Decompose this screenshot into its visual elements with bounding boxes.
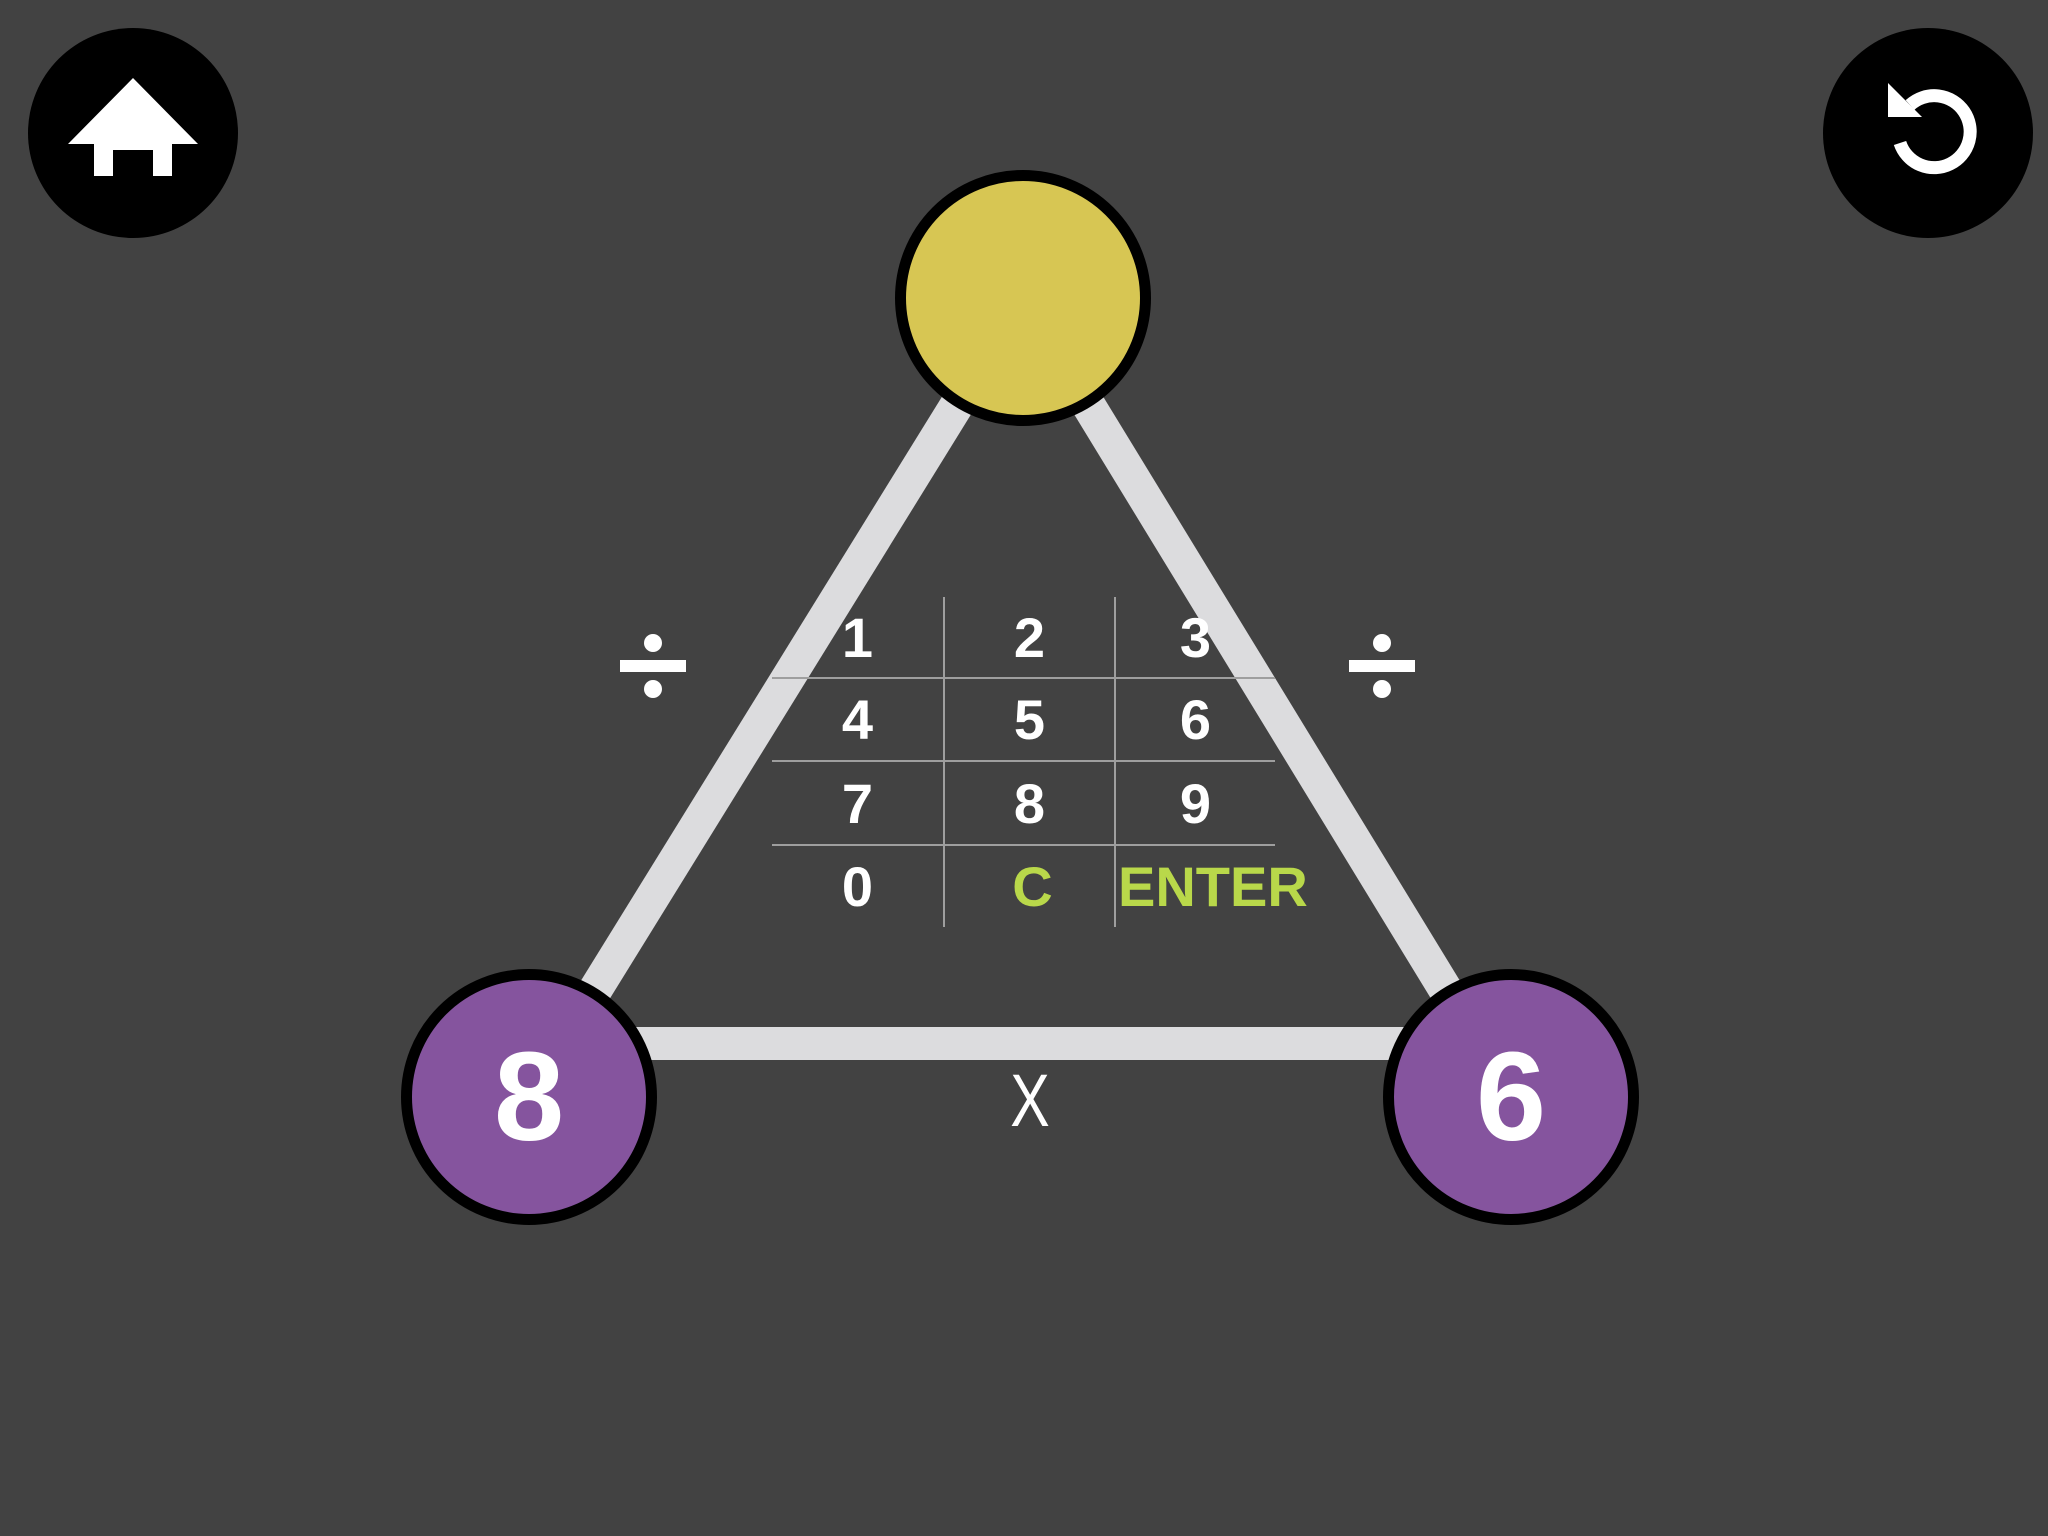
key-4[interactable]: 4 — [841, 688, 874, 751]
key-7[interactable]: 7 — [841, 771, 874, 835]
bottom-edge — [529, 1027, 1511, 1060]
top-node[interactable] — [895, 170, 1151, 426]
keypad-divider — [772, 677, 1275, 679]
key-2[interactable]: 2 — [1013, 605, 1046, 669]
keypad-divider — [772, 844, 1275, 846]
left-node-value: 8 — [493, 1026, 565, 1167]
right-node-value: 6 — [1475, 1026, 1547, 1167]
left-edge-divide-icon — [613, 626, 693, 706]
key-0[interactable]: 0 — [841, 855, 874, 918]
right-edge-divide-icon — [1342, 626, 1422, 706]
left-node: 8 — [401, 969, 657, 1225]
key-3[interactable]: 3 — [1179, 605, 1212, 669]
home-button[interactable] — [28, 28, 238, 238]
keypad-divider — [943, 597, 945, 927]
keypad-divider — [772, 760, 1275, 762]
reset-button[interactable] — [1823, 28, 2033, 238]
key-5[interactable]: 5 — [1013, 688, 1046, 751]
clear-button[interactable]: C — [1012, 855, 1053, 918]
left-edge — [514, 289, 1038, 1106]
keypad-divider — [1114, 597, 1116, 927]
key-1[interactable]: 1 — [841, 605, 874, 669]
house-icon — [68, 78, 198, 176]
number-keypad: 1 2 3 4 5 6 7 8 9 0 C ENTER — [772, 597, 1312, 927]
enter-button[interactable]: ENTER — [1118, 855, 1308, 918]
key-8[interactable]: 8 — [1013, 771, 1046, 835]
right-edge — [1008, 289, 1526, 1106]
key-9[interactable]: 9 — [1179, 771, 1212, 835]
undo-arrow-icon — [1888, 83, 1977, 175]
key-6[interactable]: 6 — [1179, 688, 1212, 751]
bottom-edge-multiply-icon: X — [1010, 1059, 1050, 1142]
right-node: 6 — [1383, 969, 1639, 1225]
